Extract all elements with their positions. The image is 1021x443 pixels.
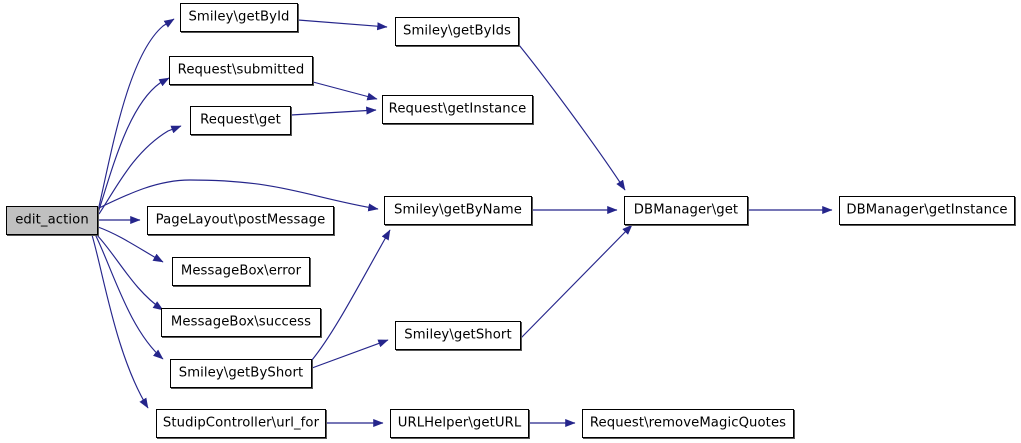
edge-edit_action-to-studipcontroller_url_for xyxy=(91,234,149,409)
node-smiley_getbyids[interactable]: Smiley\getByIds xyxy=(395,17,519,46)
node-pagelayout_postmessage[interactable]: PageLayout\postMessage xyxy=(147,206,334,235)
node-smiley_getshort[interactable]: Smiley\getShort xyxy=(395,321,521,350)
node-messagebox_error[interactable]: MessageBox\error xyxy=(172,257,310,286)
node-urlhelper_geturl[interactable]: URLHelper\getURL xyxy=(390,409,529,438)
edge-request_get-to-request_getinstance xyxy=(290,106,377,116)
node-label-request_get: Request\get xyxy=(200,112,281,128)
edge-smiley_getbyids-to-dbmanager_get xyxy=(518,44,626,191)
edge-smiley_getbyshort-to-smiley_getbyname xyxy=(311,229,391,361)
node-request_getinstance[interactable]: Request\getInstance xyxy=(382,95,533,124)
node-edit_action[interactable]: edit_action xyxy=(6,206,98,235)
node-request_submitted[interactable]: Request\submitted xyxy=(169,56,313,85)
edge-edit_action-to-request_submitted xyxy=(97,77,170,214)
node-label-request_getinstance: Request\getInstance xyxy=(388,101,527,117)
node-label-messagebox_error: MessageBox\error xyxy=(180,263,302,279)
node-smiley_getbyid[interactable]: Smiley\getById xyxy=(180,3,298,32)
node-label-request_submitted: Request\submitted xyxy=(177,62,305,78)
edge-edit_action-to-smiley_getbyid xyxy=(97,18,175,212)
node-label-smiley_getbyname: Smiley\getByName xyxy=(394,202,522,218)
node-dbmanager_get[interactable]: DBManager\get xyxy=(624,196,748,225)
node-label-dbmanager_getinstance: DBManager\getInstance xyxy=(846,202,1008,218)
node-label-smiley_getshort: Smiley\getShort xyxy=(404,327,512,343)
node-label-messagebox_success: MessageBox\success xyxy=(170,314,312,330)
node-label-smiley_getbyid: Smiley\getById xyxy=(188,9,290,25)
node-label-pagelayout_postmessage: PageLayout\postMessage xyxy=(155,212,326,228)
node-label-smiley_getbyshort: Smiley\getByShort xyxy=(178,365,304,381)
node-messagebox_success[interactable]: MessageBox\success xyxy=(161,308,321,337)
node-label-dbmanager_get: DBManager\get xyxy=(633,202,739,218)
edge-smiley_getbyshort-to-smiley_getshort xyxy=(311,339,389,369)
node-smiley_getbyname[interactable]: Smiley\getByName xyxy=(384,196,532,225)
edge-edit_action-to-request_get xyxy=(98,125,182,215)
node-label-smiley_getbyids: Smiley\getByIds xyxy=(402,23,512,39)
node-label-edit_action: edit_action xyxy=(15,212,89,228)
edge-edit_action-to-smiley_getbyname xyxy=(98,179,379,212)
edge-smiley_getshort-to-dbmanager_get xyxy=(520,224,633,339)
node-label-request_removemagicquotes: Request\removeMagicQuotes xyxy=(589,415,787,431)
node-request_removemagicquotes[interactable]: Request\removeMagicQuotes xyxy=(582,409,794,438)
node-request_get[interactable]: Request\get xyxy=(190,106,291,135)
node-smiley_getbyshort[interactable]: Smiley\getByShort xyxy=(170,359,312,388)
edge-edit_action-to-smiley_getbyshort xyxy=(94,233,164,360)
edge-smiley_getbyid-to-smiley_getbyids xyxy=(297,19,388,31)
node-dbmanager_getinstance[interactable]: DBManager\getInstance xyxy=(839,196,1015,225)
node-label-urlhelper_geturl: URLHelper\getURL xyxy=(397,415,522,431)
node-studipcontroller_url_for[interactable]: StudipController\url_for xyxy=(156,409,326,438)
node-label-studipcontroller_url_for: StudipController\url_for xyxy=(162,415,320,431)
edge-edit_action-to-messagebox_success xyxy=(95,233,164,311)
edge-request_submitted-to-request_getinstance xyxy=(312,81,378,101)
